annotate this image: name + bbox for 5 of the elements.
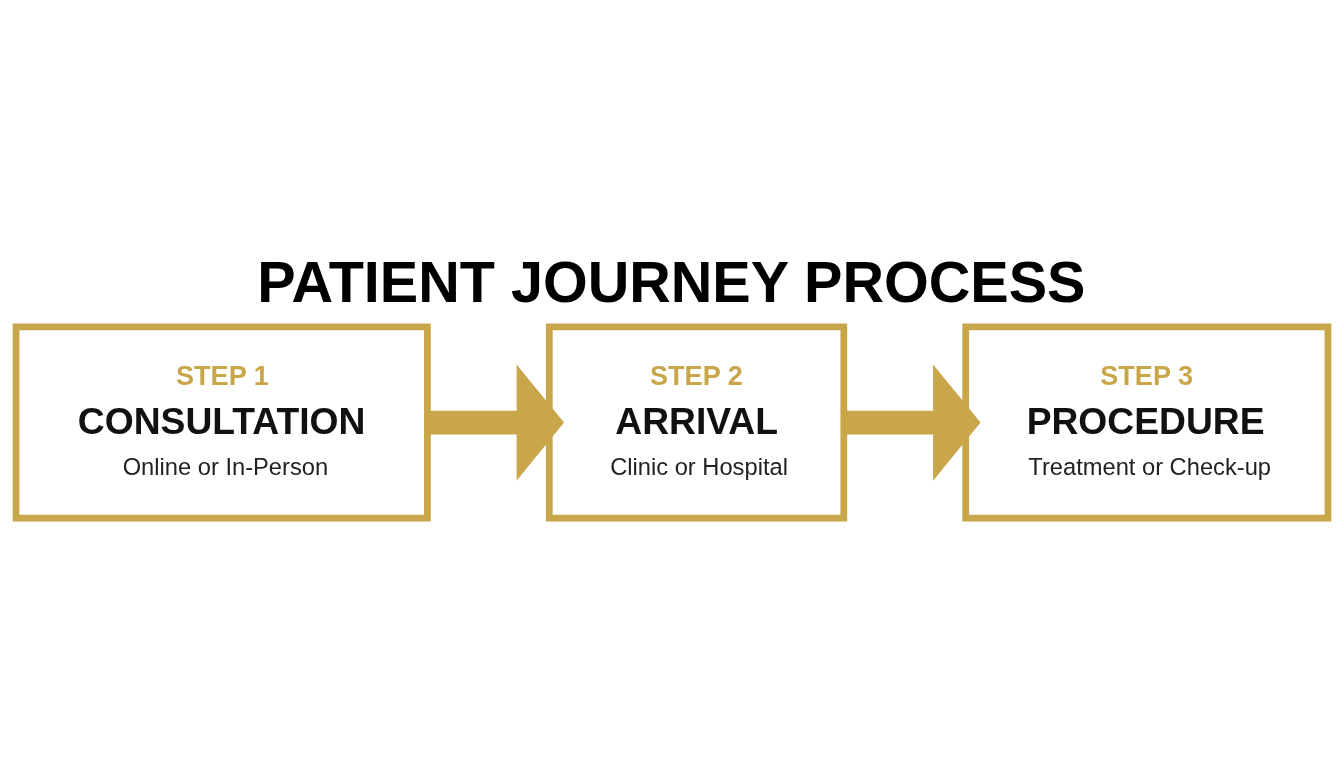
node-box: STEP 2 ARRIVAL Clinic or Hospital bbox=[545, 323, 848, 522]
diagram-title: PATIENT JOURNEY PROCESS bbox=[257, 249, 1086, 314]
arrow bbox=[427, 363, 565, 481]
node-box: STEP 1 CONSULTATION Online or In-Person bbox=[12, 323, 431, 522]
node-box: STEP 3 PROCEDURE Treatment or Check-up bbox=[962, 323, 1332, 522]
